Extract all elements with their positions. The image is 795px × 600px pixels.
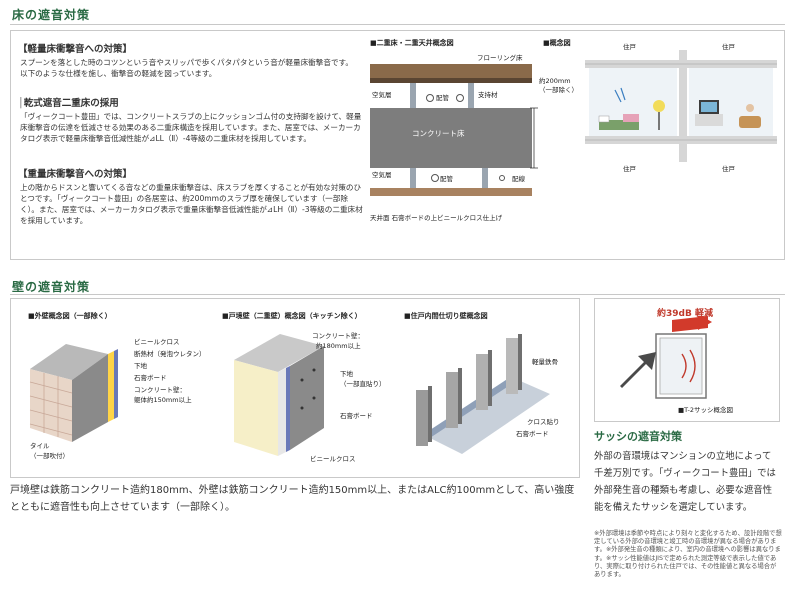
dry-floor-heading-text: 乾式遮音二重床の採用 [23,98,119,109]
sofa [739,116,761,128]
label-air-bottom: 空気層 [372,171,392,179]
party-wall-diagram [234,334,324,456]
label-thickness: 約200mm [539,77,571,85]
sash-reduction: 約39dB 軽減 [657,309,713,319]
partition-board [430,380,550,454]
sash-heading: サッシの遮音対策 [594,430,682,443]
wall-description: 戸境壁は鉄筋コンクリート造約180mm、外壁は鉄筋コンクリート造約150mm以上… [10,485,575,513]
label-support: 支持材 [478,91,498,99]
upper-support [410,83,416,108]
party-label-base-note: （一部直貼り） [340,380,386,388]
floor-diagram-title: ■二重床・二重天井概念図 [370,39,454,47]
double-floor-diagram [370,64,538,196]
exterior-wall-diagram [29,344,118,442]
ext-label-tile: タイル [30,442,50,450]
ext-label-concrete2: 躯体約150mm以上 [134,396,192,404]
party-label-concrete2: 約180mm以上 [316,342,361,350]
unit-top-right: 住戸 [722,43,735,51]
heavy-floor-heading: 【重量床衝撃音への対策】 [18,169,133,180]
partition-label-gypsum: 石膏ボード [516,430,549,438]
label-air-top: 空気層 [372,91,392,99]
dry-floor-heading: │乾式遮音二重床の採用 [18,98,119,109]
bed [599,120,639,130]
light-floor-text: スプーンを落とした時のコツンという音やスリッパで歩くパタパタという音が軽量床衝撃… [20,58,353,78]
dry-floor-text: 「ヴィークコート豊田」では、コンクリートスラブの上にクッションゴム付の支持脚を設… [20,112,362,143]
ceiling-board [370,188,532,196]
concept-diagram-title: ■概念図 [543,39,571,47]
label-piping-top: 配管 [436,94,449,102]
ext-label-gypsum: 石膏ボード [134,374,167,382]
party-label-vinyl: ビニールクロス [310,455,356,463]
label-piping-bottom: 配管 [440,175,453,183]
steel-studs [416,334,522,446]
party-wall-title: ■戸境壁（二重壁）概念図（キッチン除く） [222,312,362,320]
unit-concept-diagram [585,50,777,162]
heavy-floor-text: 上の階からドスンと響いてくる音などの重量床衝撃音は、床スラブを厚くすることが有効… [20,183,363,225]
wall-section-title: 壁の遮音対策 [12,280,91,294]
ext-label-base: 下地 [134,362,147,370]
floor-title-rule [10,24,785,25]
wall-title-rule [10,294,785,295]
label-wiring: 配線 [512,175,525,183]
sash-note: ※外部環境は季節や時点により刻々と変化するため、設計段階で想定している外部の音環… [594,530,782,579]
partition-label-cloth: クロス貼り [527,418,560,426]
concrete-wall [72,354,108,442]
lamp [653,100,665,112]
light-floor-heading: 【軽量床衝撃音への対策】 [18,44,133,55]
unit-bottom-right: 住戸 [722,165,735,173]
partition-label-steel: 軽量鉄骨 [532,358,558,366]
unit-bottom-left: 住戸 [623,165,636,173]
brick-tile-face [30,369,72,442]
label-thickness-note: （一部除く） [539,86,578,94]
label-flooring: フローリング床 [477,54,523,62]
concrete-slab [370,108,532,168]
ext-label-vinyl: ビニールクロス [134,338,180,346]
sash-caption: ■T-2サッシ概念図 [678,406,733,414]
floor-section-title: 床の遮音対策 [12,8,91,22]
wall-board-face [234,360,278,456]
sash-text: 外部の音環境はマンションの立地によって千差万別です。「ヴィークコート豊田」では外… [594,451,776,513]
label-concrete-floor: コンクリート床 [412,129,465,138]
exterior-wall-title: ■外壁概念図（一部除く） [28,312,112,320]
unit-top-left: 住戸 [623,43,636,51]
label-ceiling: 天井面 石膏ボードの上ビニールクロス仕上げ [370,214,503,222]
sash-diagram [620,316,712,399]
party-label-gypsum: 石膏ボード [340,412,373,420]
party-concrete-wall [290,346,324,450]
ext-label-insulation: 断熱材（発泡ウレタン） [134,350,206,358]
ext-label-concrete: コンクリート壁： [134,386,186,394]
partition-wall-title: ■住戸内間仕切り壁概念図 [404,312,488,320]
ext-label-tile-note: （一部吹付） [30,452,69,460]
partition-wall-diagram [416,334,550,454]
flooring-layer [370,64,532,78]
sound-arrow [620,352,656,388]
party-label-base: 下地 [340,370,353,378]
party-label-concrete: コンクリート壁： [312,332,364,340]
